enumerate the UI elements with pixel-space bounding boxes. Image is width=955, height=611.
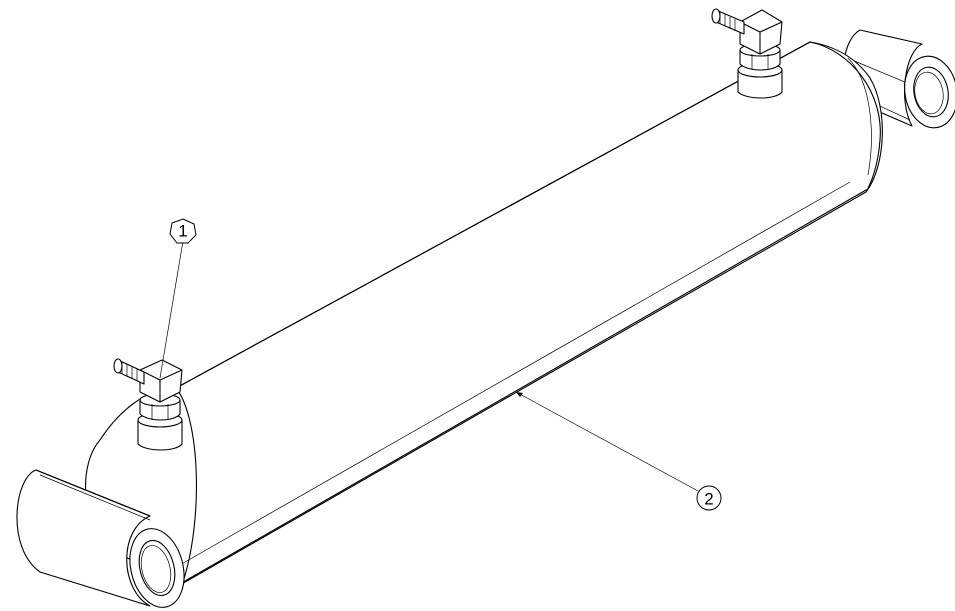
leader-line-2 [515,391,699,492]
callout-2: 2 [696,485,722,511]
callout-2-label: 2 [704,490,713,509]
callout-1: 1 [169,218,197,244]
left-port-fitting [113,358,183,451]
callout-leader-lines [159,240,699,492]
left-clevis-tube [16,469,185,608]
leader-arrow-2 [516,392,523,397]
right-port-fitting [711,8,783,99]
leader-line-1 [159,240,184,379]
cylinder-barrel [85,41,883,586]
callout-1-label: 1 [178,222,187,241]
